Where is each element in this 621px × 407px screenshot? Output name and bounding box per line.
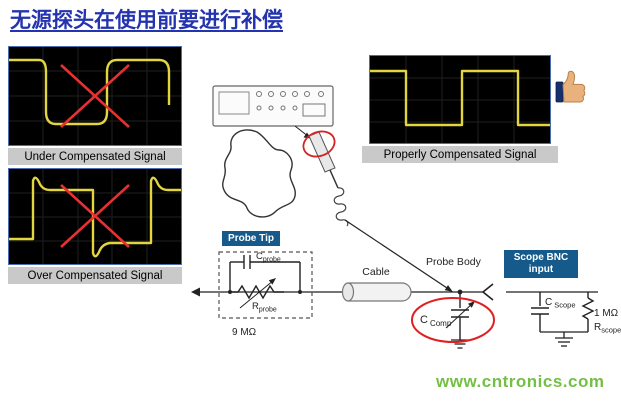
under-compensated-label: Under Compensated Signal bbox=[8, 148, 182, 165]
variable-arrow bbox=[239, 278, 276, 309]
probe-spring-coil bbox=[333, 187, 349, 227]
junction-dot bbox=[298, 290, 302, 294]
r-probe-resistor bbox=[230, 284, 284, 300]
under-compensated-scope-image: Under Compensated Signal bbox=[8, 46, 182, 165]
c-comp-highlight-ellipse bbox=[411, 297, 495, 343]
probe-sketch bbox=[308, 131, 349, 227]
c-scope-capacitor bbox=[531, 292, 549, 332]
error-x-icon bbox=[60, 184, 130, 248]
properly-compensated-label: Properly Compensated Signal bbox=[362, 146, 558, 163]
oscilloscope-screen bbox=[8, 46, 182, 146]
cable-symbol bbox=[341, 282, 412, 302]
variable-arrow bbox=[445, 301, 475, 329]
c-probe-label: Cprobe bbox=[256, 251, 281, 264]
cable-label: Cable bbox=[362, 266, 390, 278]
error-x-icon bbox=[60, 64, 130, 128]
oscilloscope-screen bbox=[8, 168, 182, 265]
probe-tip-dashed-box bbox=[218, 251, 313, 319]
c-probe-capacitor bbox=[229, 255, 301, 292]
bnc-connector-chevron bbox=[481, 283, 494, 301]
probe-compensation-schematic: Cprobe Rprobe 9 MΩ Cable Probe Body bbox=[191, 251, 621, 349]
ground-symbol bbox=[540, 331, 588, 347]
over-compensated-waveform bbox=[9, 176, 181, 258]
over-compensated-label: Over Compensated Signal bbox=[8, 267, 182, 284]
watermark: www.cntronics.com bbox=[436, 372, 605, 391]
scope-resistance-value: 1 MΩ bbox=[594, 308, 619, 319]
properly-compensated-scope-image: Properly Compensated Signal bbox=[362, 55, 558, 163]
long-pointer-arrow bbox=[344, 219, 453, 292]
probe-tip-arrow bbox=[191, 287, 200, 297]
oscilloscope-probe-sketch bbox=[212, 85, 453, 292]
page-title: 无源探头在使用前要进行补偿 bbox=[10, 9, 283, 32]
oscilloscope-front-panel-sketch bbox=[212, 85, 334, 127]
r-scope-resistor bbox=[581, 292, 595, 332]
junction-dot bbox=[228, 290, 232, 294]
over-compensated-scope-image: Over Compensated Signal bbox=[8, 168, 182, 284]
r-probe-label: Rprobe bbox=[252, 301, 277, 314]
probe-resistance-value: 9 MΩ bbox=[232, 327, 257, 338]
properly-compensated-waveform bbox=[370, 69, 550, 127]
under-compensated-waveform bbox=[9, 58, 171, 126]
oscilloscope-screen bbox=[369, 55, 551, 144]
c-comp-capacitor bbox=[451, 292, 469, 340]
hand-drawn-cable-loop-sketch bbox=[222, 129, 296, 218]
compensation-adjuster-highlight bbox=[302, 130, 336, 158]
scope-bnc-input-tag: Scope BNC input bbox=[504, 250, 578, 278]
probe-body-label: Probe Body bbox=[426, 256, 482, 268]
probe-tip-tag: Probe Tip bbox=[222, 231, 280, 246]
r-scope-label: Rscope bbox=[594, 322, 621, 335]
thumbs-up-icon bbox=[555, 70, 586, 103]
